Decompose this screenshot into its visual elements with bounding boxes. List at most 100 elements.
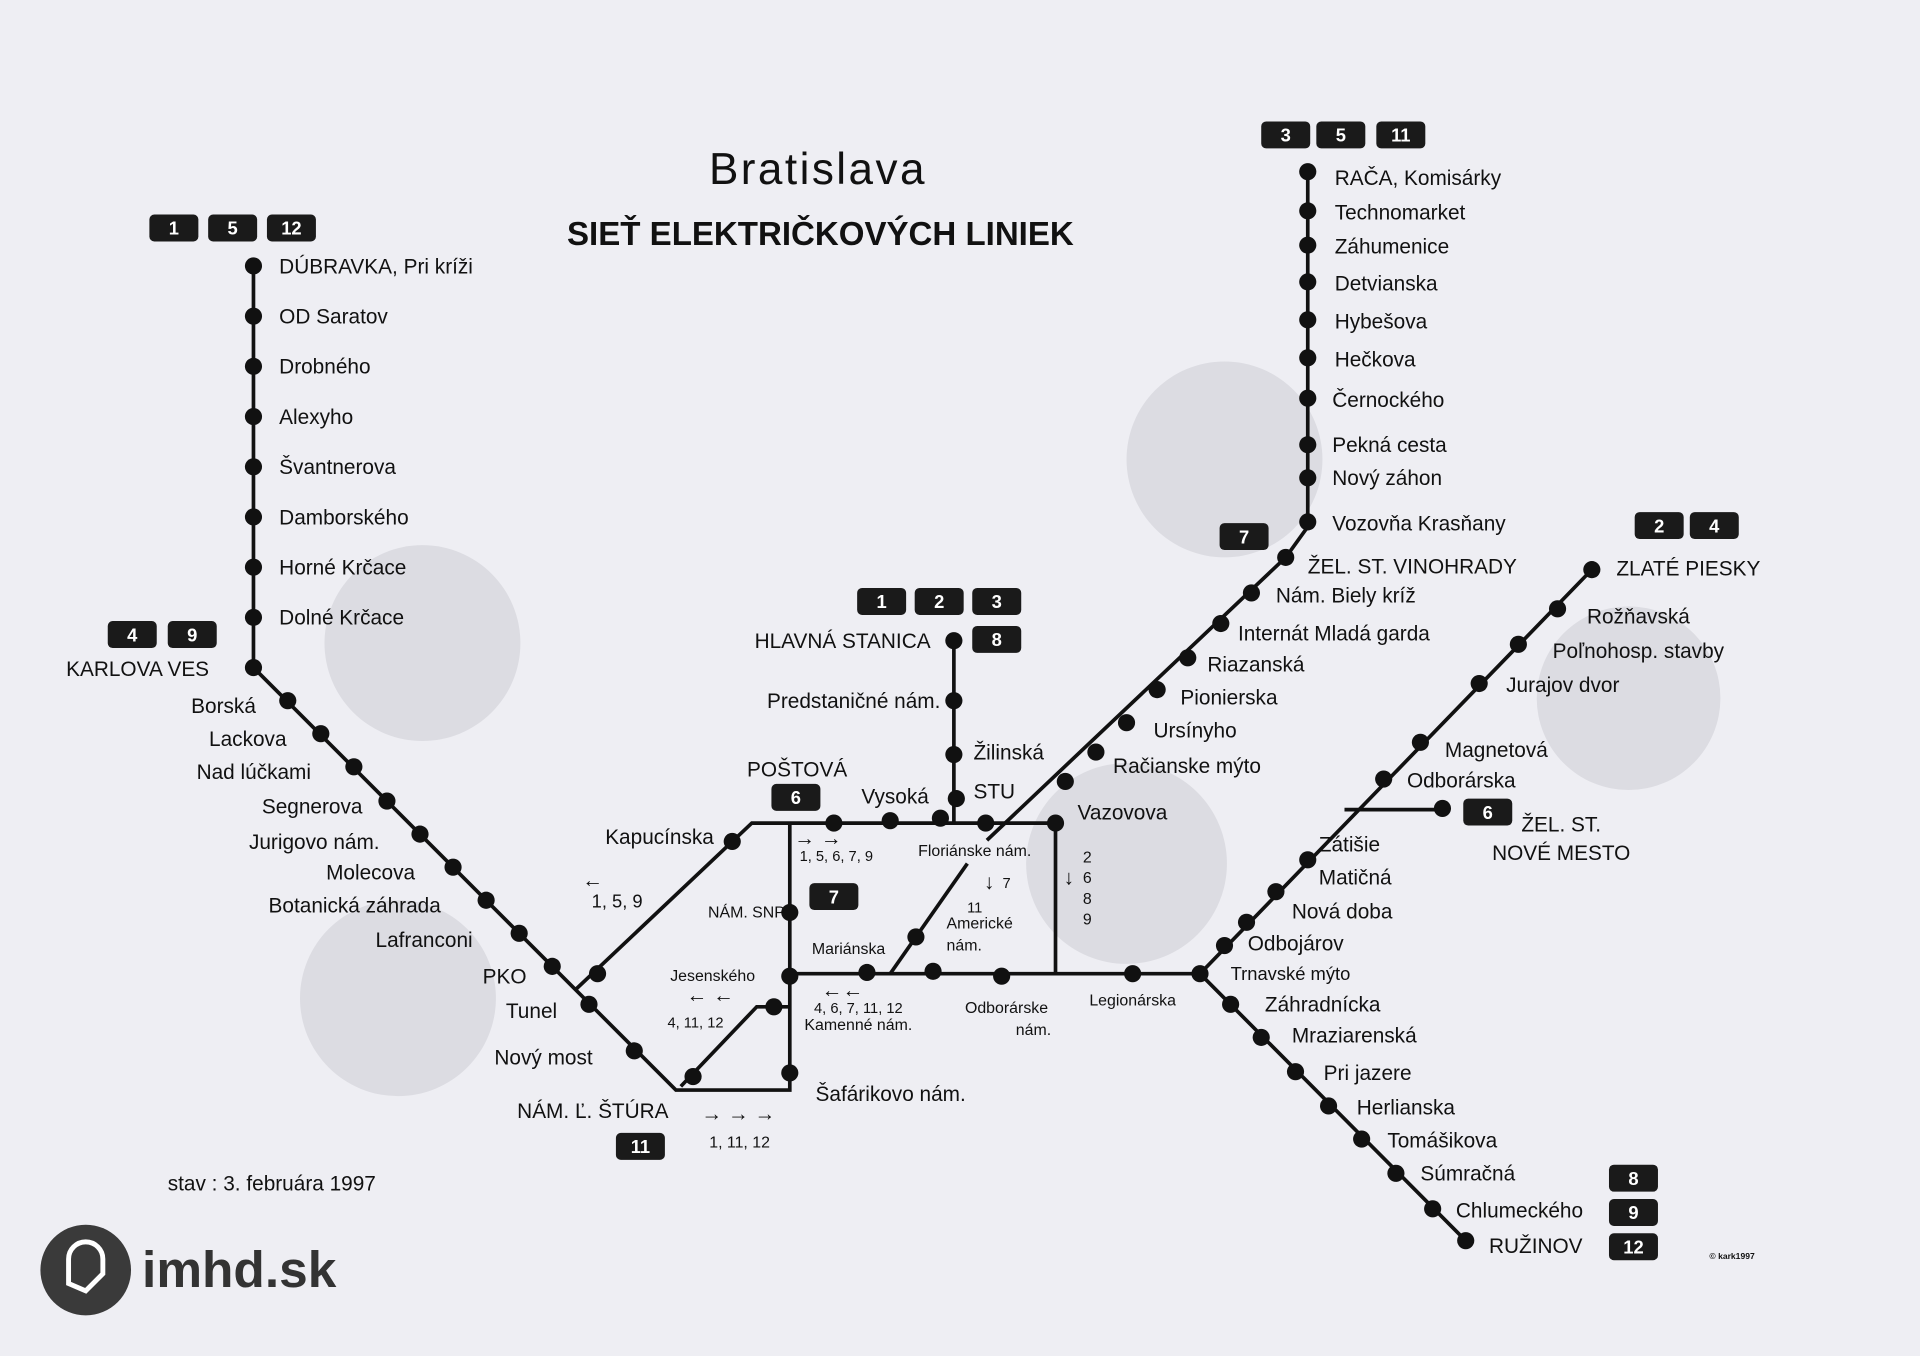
station-dot[interactable] (444, 858, 462, 876)
station-dot[interactable] (1299, 349, 1317, 367)
line-badge[interactable]: 5 (1316, 121, 1366, 149)
station-dot[interactable] (781, 1064, 799, 1082)
station-label[interactable]: DÚBRAVKA, Pri kríži (279, 255, 473, 278)
station-dot[interactable] (1470, 674, 1488, 693)
station-label[interactable]: Molecova (326, 861, 415, 884)
line-badge[interactable]: 4 (107, 621, 157, 648)
station-dot[interactable] (1191, 965, 1209, 983)
station-label[interactable]: Herlianska (1357, 1097, 1456, 1120)
station-label[interactable]: OD Saratov (279, 306, 388, 329)
station-label[interactable]: Záhumenice (1335, 236, 1449, 259)
station-dot[interactable] (1286, 1063, 1305, 1081)
line-badge[interactable]: 6 (771, 783, 821, 811)
station-label[interactable]: HLAVNÁ STANICA (755, 630, 931, 653)
station-dot[interactable] (244, 408, 263, 426)
station-label[interactable]: Nový most (494, 1046, 592, 1069)
station-dot[interactable] (244, 257, 263, 275)
station-dot[interactable] (543, 957, 561, 975)
station-label[interactable]: Poľnohosp. stavby (1553, 640, 1725, 663)
station-label[interactable]: Drobného (279, 356, 370, 379)
station-label[interactable]: Matičná (1319, 866, 1392, 889)
station-label[interactable]: Hybešova (1335, 310, 1428, 333)
station-dot[interactable] (1299, 851, 1317, 869)
station-dot[interactable] (781, 903, 799, 922)
line-badge[interactable]: 7 (809, 883, 859, 911)
station-dot[interactable] (1299, 513, 1317, 531)
station-label[interactable]: Odborárske (965, 1000, 1048, 1017)
station-label[interactable]: Kamenné nám. (804, 1017, 912, 1034)
station-label[interactable]: Horné Krčace (279, 557, 406, 580)
station-dot[interactable] (1548, 600, 1567, 618)
station-label[interactable]: Mraziarenská (1292, 1024, 1417, 1047)
station-dot[interactable] (1457, 1232, 1475, 1250)
station-label[interactable]: Kapucínska (605, 826, 714, 849)
station-label[interactable]: ŽEL. ST. VINOHRADY (1308, 555, 1517, 578)
station-label[interactable]: Internát Mladá garda (1238, 623, 1430, 646)
station-dot[interactable] (1179, 649, 1197, 667)
line-badge[interactable]: 12 (1608, 1233, 1658, 1261)
station-dot[interactable] (1299, 311, 1317, 329)
station-dot[interactable] (1299, 436, 1317, 454)
station-label[interactable]: Alexyho (279, 406, 353, 429)
station-label[interactable]: Rožňavská (1587, 606, 1690, 629)
station-dot[interactable] (1299, 389, 1317, 407)
station-label[interactable]: Americké (947, 915, 1013, 932)
station-label[interactable]: Pri jazere (1324, 1062, 1412, 1085)
line-badge[interactable]: 12 (266, 214, 316, 242)
station-dot[interactable] (378, 792, 396, 810)
station-label[interactable]: Hečkova (1335, 348, 1416, 371)
station-label[interactable]: Zátišie (1319, 833, 1380, 856)
station-dot[interactable] (1087, 743, 1105, 761)
station-label[interactable]: POŠTOVÁ (747, 759, 847, 782)
station-label[interactable]: Jesenského (670, 968, 755, 985)
station-dot[interactable] (279, 692, 297, 710)
station-label[interactable]: ZLATÉ PIESKY (1616, 558, 1760, 581)
station-dot[interactable] (244, 458, 263, 476)
station-dot[interactable] (588, 965, 607, 983)
station-dot[interactable] (993, 967, 1011, 985)
station-label[interactable]: Švantnerova (279, 456, 396, 479)
station-dot[interactable] (945, 745, 963, 764)
station-dot[interactable] (1299, 236, 1317, 254)
station-dot[interactable] (765, 998, 783, 1016)
station-label[interactable]: Lafranconi (376, 929, 473, 952)
line-badge[interactable]: 3 (972, 588, 1022, 615)
line-badge[interactable]: 4 (1689, 512, 1739, 540)
station-label[interactable]: Pekná cesta (1332, 434, 1447, 457)
station-label[interactable]: Súmračná (1420, 1163, 1515, 1186)
station-label[interactable]: Floriánske nám. (918, 843, 1031, 860)
station-dot[interactable] (684, 1068, 702, 1086)
station-label[interactable]: Pionierska (1180, 686, 1278, 709)
station-dot[interactable] (244, 508, 263, 526)
station-dot[interactable] (977, 814, 995, 832)
station-label[interactable]: Vozovňa Krasňany (1332, 512, 1506, 535)
station-dot[interactable] (1117, 714, 1136, 732)
station-label[interactable]: nám. (947, 937, 982, 954)
station-dot[interactable] (1056, 772, 1074, 791)
station-dot[interactable] (312, 725, 330, 743)
station-label[interactable]: Trnavské mýto (1231, 963, 1351, 984)
station-dot[interactable] (1277, 548, 1295, 566)
station-label[interactable]: NÁM. SNP (708, 902, 785, 921)
station-dot[interactable] (858, 963, 876, 982)
line-badge[interactable]: 9 (1608, 1199, 1658, 1226)
station-label[interactable]: Riazanská (1207, 653, 1305, 676)
station-dot[interactable] (244, 558, 263, 576)
station-label[interactable]: Vysoká (861, 786, 929, 809)
station-label[interactable]: Ursínyho (1153, 719, 1236, 742)
station-dot[interactable] (881, 812, 899, 830)
line-badge[interactable]: 6 (1463, 798, 1513, 826)
station-dot[interactable] (945, 632, 963, 650)
line-badge[interactable]: 1 (857, 588, 907, 615)
station-label[interactable]: Račianske mýto (1113, 755, 1261, 778)
station-label[interactable]: Žilinská (973, 741, 1044, 764)
station-dot[interactable] (244, 659, 263, 677)
line-badge[interactable]: 11 (1376, 121, 1426, 149)
line-badge[interactable]: 3 (1261, 121, 1311, 149)
station-label[interactable]: Tomášikova (1387, 1130, 1497, 1153)
station-dot[interactable] (1215, 936, 1234, 955)
station-label[interactable]: Černockého (1332, 389, 1444, 412)
station-dot[interactable] (1267, 883, 1285, 901)
station-label[interactable]: Tunel (506, 1000, 557, 1023)
station-label[interactable]: Jurajov dvor (1506, 674, 1619, 697)
